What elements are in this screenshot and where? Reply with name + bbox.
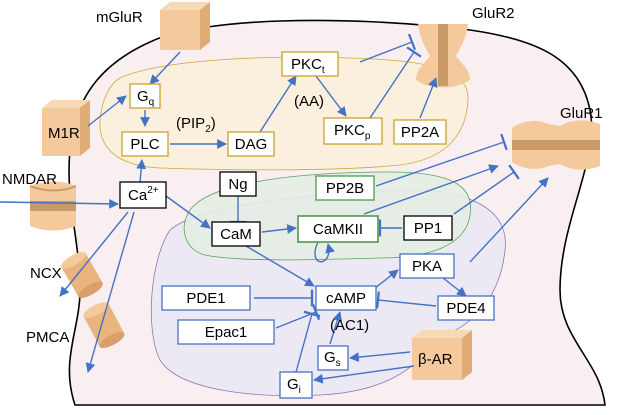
pde4-box [437,295,495,321]
pka-box [399,253,455,279]
pp1-box [403,215,453,241]
glur1-channel-icon [512,120,600,170]
nmdar-label: NMDAR [2,171,57,188]
pip2-label: (PIP2) [176,115,216,135]
plc-box [121,131,169,157]
aa-label: (AA) [294,93,324,110]
pde1-box [161,285,251,311]
plc-label: PLC [130,136,159,153]
camkii-label: CaMKII [313,221,363,238]
camp-label: cAMP [326,290,366,307]
pmca-label: PMCA [26,329,69,346]
ncx-transporter-icon [61,252,103,298]
gs-label: Gs [324,349,341,369]
glur1-label: GluR1 [560,105,603,122]
gi-box [279,371,313,399]
glur2-channel-icon [416,24,470,88]
ac1-label: (AC1) [330,317,369,334]
pkcp-box [323,117,383,145]
beta-ar-receptor-icon [412,330,472,380]
camp-box [315,285,377,311]
gq-label: Gq [137,88,154,108]
m1r-receptor-icon [42,100,90,156]
pp2a-box [393,119,447,145]
pp2b-box [315,175,375,201]
ng-label: Ng [228,176,247,193]
pp2b-label: PP2B [326,180,364,197]
nmdar-channel-icon [29,181,77,231]
glur2-label: GluR2 [472,5,515,22]
bar-label: β-AR [418,351,453,368]
pkcp-label: PKCp [334,122,371,142]
pmca-pump-icon [83,302,125,348]
dag-label: DAG [235,136,268,153]
cam-box [211,221,261,247]
mglur-label: mGluR [96,9,143,26]
ca-box [119,181,167,209]
epac1-label: Epac1 [205,324,248,341]
dag-box [227,131,275,157]
pde1-label: PDE1 [186,290,225,307]
cam-label: CaM [220,226,252,243]
pp2a-label: PP2A [401,124,439,141]
pkct-box [281,51,339,77]
ncx-label: NCX [30,265,62,282]
pde4-label: PDE4 [446,300,485,317]
epac1-box [177,319,275,345]
pka-label: PKA [412,258,442,275]
gi-label: Gi [287,376,301,396]
pp1-label: PP1 [414,220,442,237]
m1r-label: M1R [48,125,80,142]
pkct-label: PKCt [291,56,325,76]
ng-box [219,171,257,197]
mglur-receptor-icon [160,2,210,50]
gs-box [317,345,349,371]
ca-label: Ca2+ [128,185,159,204]
gq-box [129,83,161,109]
pathway-connections [0,33,549,384]
camkii-box [297,215,379,243]
